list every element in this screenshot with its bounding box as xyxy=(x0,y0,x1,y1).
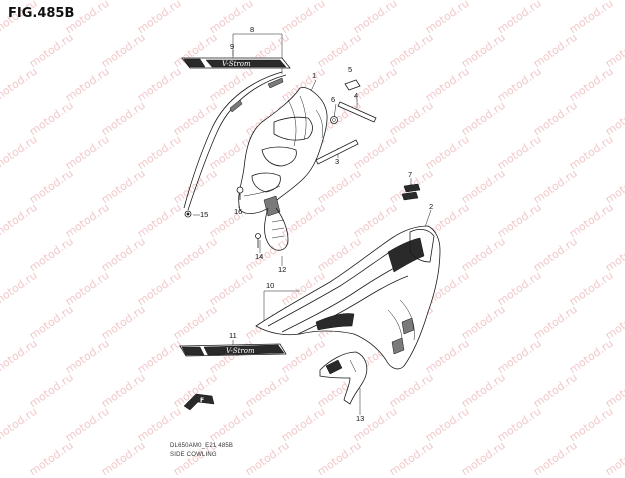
trim-strip xyxy=(183,71,287,211)
rod-3 xyxy=(315,139,359,165)
callout-9: 9 xyxy=(230,42,235,51)
parts-drawing: V-Strom xyxy=(179,33,441,415)
callout-11: 11 xyxy=(229,331,237,340)
callout-15: 15 xyxy=(200,210,209,219)
decal-upper: V-Strom xyxy=(181,57,291,69)
inner-cowl xyxy=(238,87,328,251)
decal-lower: V-Strom xyxy=(179,343,287,357)
clip-15 xyxy=(184,210,192,218)
callout-8: 8 xyxy=(250,25,255,34)
figure-title: FIG.485B xyxy=(8,6,75,21)
bolt-16 xyxy=(236,186,244,200)
clips-7 xyxy=(401,183,421,201)
callout-5: 5 xyxy=(348,65,353,74)
rod-4 xyxy=(337,101,377,123)
callout-1: 1 xyxy=(312,71,317,80)
outer-cowl xyxy=(255,225,441,370)
callout-3: 3 xyxy=(335,157,340,166)
callout-10: 10 xyxy=(266,281,275,290)
front-arrow-label: F xyxy=(200,397,204,404)
screw-14 xyxy=(255,233,261,248)
callout-16: 16 xyxy=(234,207,243,216)
pad-5 xyxy=(344,79,361,91)
callout-6: 6 xyxy=(331,95,336,104)
model-code: DL650AM0_E21 485B xyxy=(170,443,234,449)
callout-4: 4 xyxy=(354,91,359,100)
callout-7: 7 xyxy=(408,170,413,179)
callout-14: 14 xyxy=(255,252,264,261)
callout-2: 2 xyxy=(429,202,434,211)
callout-13: 13 xyxy=(356,414,365,423)
grommet-6 xyxy=(330,116,338,124)
callout-12: 12 xyxy=(278,265,287,274)
front-arrow: F xyxy=(183,393,215,411)
decal-lower-text: V-Strom xyxy=(226,347,255,355)
bracket-13 xyxy=(319,351,368,405)
figure-caption: SIDE COWLING xyxy=(170,452,217,458)
decal-upper-text: V-Strom xyxy=(222,60,251,68)
